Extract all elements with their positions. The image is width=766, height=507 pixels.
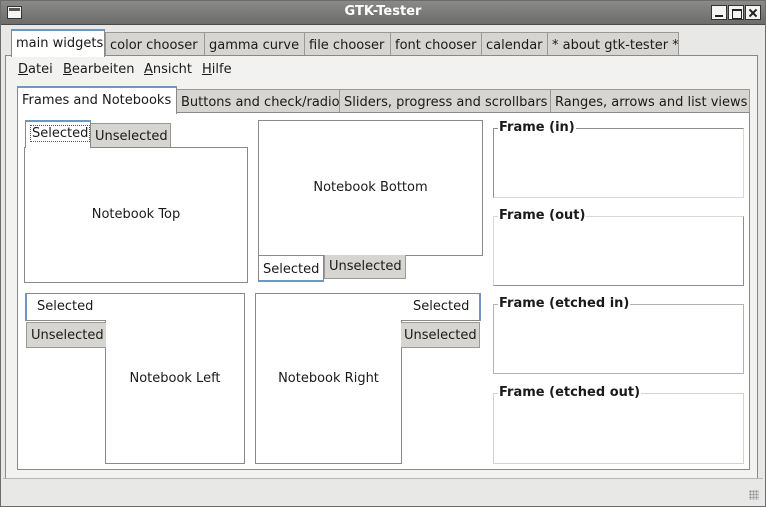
mnemonic: A: [144, 62, 153, 77]
tab-calendar[interactable]: calendar: [481, 32, 548, 56]
tab-main-widgets[interactable]: main widgets: [11, 29, 105, 57]
notebook-left: Notebook Left: [105, 293, 245, 464]
tab-label: Selected: [413, 299, 470, 314]
statusbar: [3, 478, 763, 504]
tab-label: gamma curve: [209, 38, 300, 53]
menu-ansicht[interactable]: Ansicht: [144, 62, 192, 77]
menubar: Datei Bearbeiten Ansicht Hilfe: [12, 58, 755, 80]
tab-frames-notebooks[interactable]: Frames and Notebooks: [17, 86, 177, 114]
frame-out-label: Frame (out): [498, 208, 587, 223]
minimize-button[interactable]: [711, 5, 727, 20]
frame-in-label: Frame (in): [498, 120, 576, 135]
tab-label: Selected: [37, 299, 94, 314]
maximize-button[interactable]: [728, 5, 744, 20]
tab-label: Buttons and check/radio: [181, 95, 340, 110]
notebook-bottom-tab-unselected[interactable]: Unselected: [324, 255, 406, 279]
notebook-bottom-label: Notebook Bottom: [313, 180, 428, 195]
notebook-right: Notebook Right: [255, 293, 402, 464]
frame-etched-in: Frame (etched in): [493, 296, 744, 374]
menu-bearbeiten[interactable]: Bearbeiten: [63, 62, 134, 77]
notebook-top-tab-unselected[interactable]: Unselected: [90, 123, 171, 147]
tab-font-chooser[interactable]: font chooser: [390, 32, 482, 56]
tab-label: Frames and Notebooks: [22, 93, 172, 108]
frame-etched-out-label: Frame (etched out): [498, 385, 642, 400]
mnemonic: H: [202, 62, 212, 77]
mnemonic: D: [18, 62, 29, 77]
tab-gamma-curve[interactable]: gamma curve: [204, 32, 305, 56]
tab-file-chooser[interactable]: file chooser: [304, 32, 391, 56]
window-menu-icon[interactable]: [7, 6, 22, 19]
titlebar[interactable]: GTK-Tester: [1, 1, 765, 25]
tab-ranges-arrows[interactable]: Ranges, arrows and list views: [550, 89, 750, 113]
close-button[interactable]: [745, 5, 761, 20]
menu-label: earbeiten: [71, 62, 135, 77]
tab-label: color chooser: [110, 38, 198, 53]
tab-buttons-check-radio[interactable]: Buttons and check/radio: [176, 89, 340, 113]
frame-etched-out: Frame (etched out): [493, 385, 744, 464]
tab-label: Unselected: [404, 328, 477, 343]
notebook-bottom-tab-selected[interactable]: Selected: [258, 255, 324, 282]
notebook-right-tab-selected[interactable]: Selected: [401, 293, 481, 321]
tab-label: Ranges, arrows and list views: [555, 95, 748, 110]
menu-label: nsicht: [152, 62, 193, 77]
tab-label: Unselected: [95, 129, 168, 144]
notebook-left-tab-unselected[interactable]: Unselected: [26, 322, 106, 348]
frame-in: Frame (in): [493, 120, 744, 198]
tab-label: calendar: [486, 38, 543, 53]
tab-sliders-progress[interactable]: Sliders, progress and scrollbars: [339, 89, 551, 113]
notebook-left-tab-selected[interactable]: Selected: [25, 293, 106, 321]
tab-label: file chooser: [309, 38, 385, 53]
menu-datei[interactable]: Datei: [18, 62, 53, 77]
frame-etched-in-label: Frame (etched in): [498, 296, 631, 311]
tab-label: Unselected: [329, 259, 402, 274]
tab-label: * about gtk-tester *: [552, 38, 679, 53]
tab-label: Unselected: [31, 328, 104, 343]
tab-label: font chooser: [395, 38, 477, 53]
tab-label: Selected: [30, 125, 91, 142]
notebook-top: Notebook Top: [24, 147, 248, 283]
notebook-right-label: Notebook Right: [278, 371, 379, 386]
tab-about[interactable]: * about gtk-tester *: [547, 32, 679, 56]
notebook-right-tab-unselected[interactable]: Unselected: [401, 322, 480, 348]
window-title: GTK-Tester: [344, 4, 422, 19]
notebook-left-label: Notebook Left: [129, 371, 221, 386]
menu-hilfe[interactable]: Hilfe: [202, 62, 232, 77]
notebook-bottom: Notebook Bottom: [258, 120, 483, 256]
tab-label: Sliders, progress and scrollbars: [344, 95, 548, 110]
menu-label: ilfe: [211, 62, 232, 77]
notebook-top-tab-selected[interactable]: Selected: [25, 120, 91, 148]
frame-out: Frame (out): [493, 208, 744, 286]
resize-grip-icon[interactable]: [749, 490, 759, 500]
tab-color-chooser[interactable]: color chooser: [105, 32, 205, 56]
menu-label: atei: [28, 62, 53, 77]
mnemonic: B: [63, 62, 72, 77]
notebook-top-label: Notebook Top: [91, 207, 181, 222]
tab-label: Selected: [263, 262, 320, 277]
tab-label: main widgets: [16, 36, 104, 51]
